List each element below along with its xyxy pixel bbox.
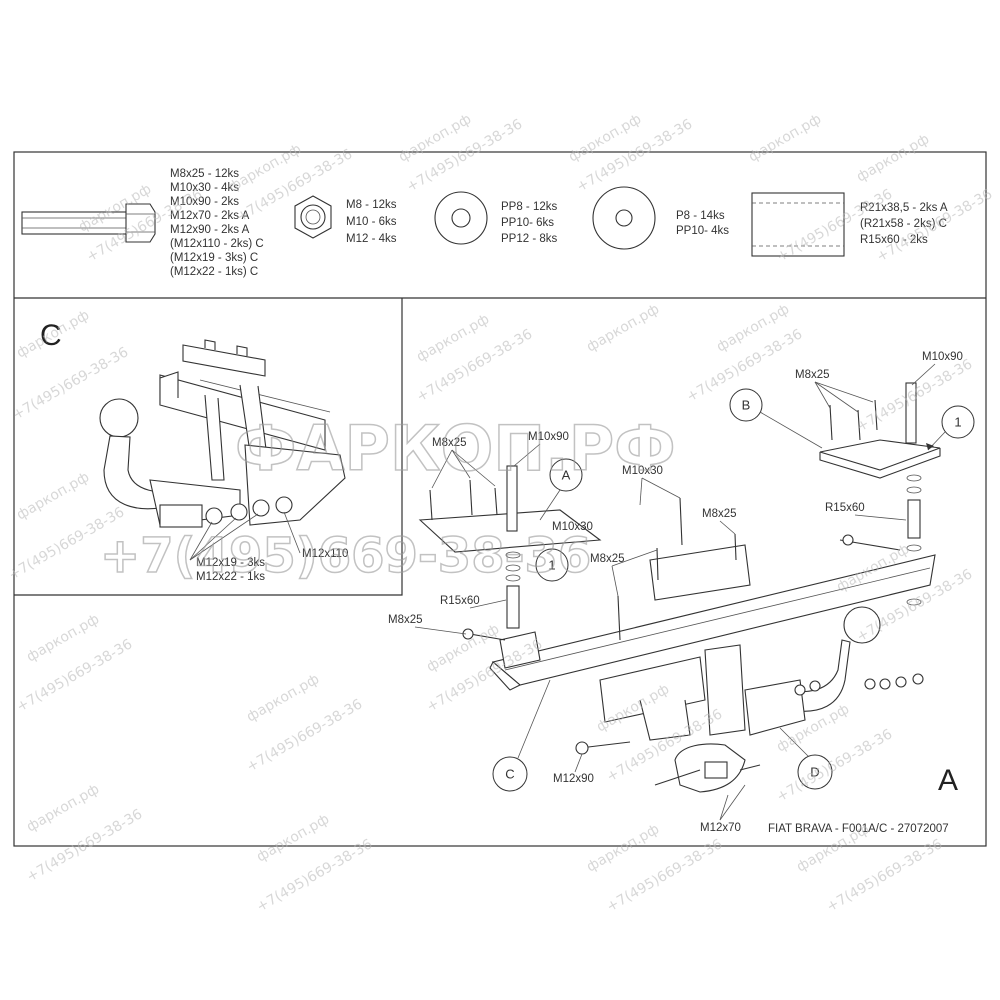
label-m10x90-mid: M10x90 [528, 431, 569, 443]
callout-1-left: 1 [535, 548, 569, 582]
svg-text:PP10- 6ks: PP10- 6ks [501, 217, 554, 229]
callout-d: D [779, 727, 833, 790]
watermark-brand: ФАРКОП.РФ [235, 412, 676, 485]
svg-text:1: 1 [548, 557, 555, 572]
main-assembly [418, 382, 941, 793]
callout-1-right: 1 [926, 405, 975, 451]
svg-text:фаркоп.рф: фаркоп.рф [14, 307, 92, 361]
label-m12x70: M12x70 [700, 822, 741, 834]
svg-text:фаркоп.рф: фаркоп.рф [746, 111, 824, 165]
callout-c: C [492, 679, 551, 792]
svg-text:1: 1 [954, 414, 961, 429]
bolt-line: M12x70 - 2ks A [170, 210, 250, 222]
svg-text:M10 - 6ks: M10 - 6ks [346, 216, 397, 228]
nut-list: M8 - 12ks M10 - 6ks M12 - 4ks [346, 199, 397, 245]
outer-frame [13, 151, 987, 847]
svg-text:PP12 - 8ks: PP12 - 8ks [501, 233, 557, 245]
svg-text:A: A [562, 467, 571, 482]
label-m12x90: M12x90 [553, 773, 594, 785]
svg-text:P8 - 14ks: P8 - 14ks [676, 210, 725, 222]
bolt-line: (M12x110 - 2ks) C [170, 238, 264, 250]
label-m8x25-far-left: M8x25 [388, 614, 423, 626]
detail-c-label: M12x110 [302, 548, 348, 560]
svg-text:фаркоп.рф: фаркоп.рф [244, 671, 322, 725]
bolt-line: (M12x22 - 1ks) C [170, 266, 258, 278]
svg-text:фаркоп.рф: фаркоп.рф [24, 781, 102, 835]
bolt-line: M8x25 - 12ks [170, 168, 239, 180]
svg-text:M8 - 12ks: M8 - 12ks [346, 199, 397, 211]
svg-text:фаркоп.рф: фаркоп.рф [854, 131, 932, 185]
label-m10x30-b: M10x30 [552, 521, 593, 533]
washer-pp-icon [434, 191, 488, 245]
bolt-line: M12x90 - 2ks A [170, 224, 250, 236]
svg-text:R15x60 - 2ks: R15x60 - 2ks [860, 234, 928, 246]
label-m8x25-top: M8x25 [795, 369, 830, 381]
svg-text:фаркоп.рф: фаркоп.рф [14, 469, 92, 523]
detail-c-label: M12x19 - 3ks [196, 557, 265, 569]
svg-text:D: D [810, 764, 819, 779]
svg-text:фаркоп.рф: фаркоп.рф [254, 811, 332, 865]
washer-pp-list: PP8 - 12ks PP10- 6ks PP12 - 8ks [501, 201, 557, 245]
view-letter: A [938, 764, 958, 797]
label-m8x25-mid: M8x25 [590, 553, 625, 565]
detail-c-drawing [99, 339, 346, 561]
bolt-icon [21, 203, 156, 243]
label-m8x25-left: M8x25 [432, 437, 467, 449]
nut-icon [294, 195, 332, 239]
detail-c-frame [14, 298, 403, 596]
spacer-list: R21x38,5 - 2ks A (R21x58 - 2ks) C R15x60… [860, 202, 948, 246]
svg-text:+7(495)669-38-36: +7(495)669-38-36 [414, 326, 535, 405]
svg-text:фаркоп.рф: фаркоп.рф [584, 821, 662, 875]
callout-b: B [729, 388, 823, 449]
label-r15x60-right: R15x60 [825, 502, 865, 514]
washer-p-list: P8 - 14ks PP10- 4ks [676, 210, 729, 237]
svg-text:B: B [742, 397, 751, 412]
bolt-line: (M12x19 - 3ks) C [170, 252, 258, 264]
bolt-line: M10x90 - 2ks [170, 196, 239, 208]
washer-p-icon [592, 186, 656, 250]
label-r15x60-left: R15x60 [440, 595, 480, 607]
svg-text:фаркоп.рф: фаркоп.рф [584, 301, 662, 355]
label-m10x30-a: M10x30 [622, 465, 663, 477]
callout-a: A [539, 458, 583, 521]
spacer-tube-icon [751, 192, 845, 257]
footer-title: FIAT BRAVA - F001A/C - 27072007 [768, 823, 949, 835]
bolt-list: M8x25 - 12ks M10x30 - 4ks M10x90 - 2ks M… [170, 168, 264, 278]
bolt-line: M10x30 - 4ks [170, 182, 239, 194]
svg-text:C: C [505, 766, 514, 781]
watermark-phone: +7(495)669-38-36 [100, 528, 591, 584]
svg-text:(R21x58 - 2ks) C: (R21x58 - 2ks) C [860, 218, 947, 230]
svg-text:PP8 - 12ks: PP8 - 12ks [501, 201, 557, 213]
svg-text:M12 - 4ks: M12 - 4ks [346, 233, 397, 245]
svg-text:R21x38,5 - 2ks A: R21x38,5 - 2ks A [860, 202, 948, 214]
detail-c-label: M12x22 - 1ks [196, 571, 265, 583]
svg-text:PP10- 4ks: PP10- 4ks [676, 225, 729, 237]
detail-c-letter: C [40, 319, 62, 352]
label-m10x90-top: M10x90 [922, 351, 963, 363]
label-m8x25-right: M8x25 [702, 508, 737, 520]
